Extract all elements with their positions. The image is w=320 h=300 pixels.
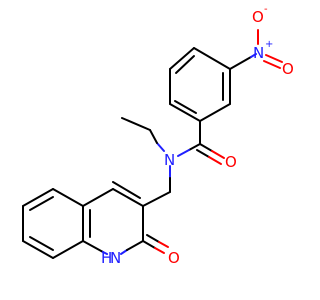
bond [199, 143, 213, 152]
nitro-oxygen-top-label: O [252, 8, 264, 26]
bond [193, 47, 231, 70]
bond [112, 181, 141, 199]
bond [208, 156, 222, 165]
quinolinone-h-label: H [101, 249, 112, 267]
amide-nitrogen-label: N [164, 151, 175, 169]
bond [169, 47, 195, 70]
bond [211, 150, 225, 159]
molecule-diagram: N + O - O O N O H N [22, 4, 294, 267]
bond [265, 54, 283, 63]
bond [121, 117, 151, 131]
bond [174, 100, 197, 114]
bond [142, 240, 156, 249]
nitro-oxygen-right-label: O [282, 60, 294, 78]
bond [102, 251, 108, 255]
bond [188, 143, 201, 151]
bond [82, 188, 114, 207]
bond [250, 53, 257, 58]
bond [177, 149, 190, 157]
bond [29, 236, 54, 251]
bond [146, 234, 160, 243]
bond [158, 241, 169, 248]
bond [52, 188, 84, 207]
quinolinone-oxygen-label: O [168, 249, 180, 267]
quinolinone-nitrogen-label: N [110, 249, 121, 267]
bond [120, 249, 128, 255]
bond [199, 103, 231, 122]
bond [156, 142, 165, 152]
atom-labels: N + O - O O N O H N [101, 4, 294, 267]
bond [142, 191, 171, 207]
bond [169, 103, 201, 122]
amide-oxygen-label: O [225, 153, 237, 171]
nitro-oxygen-top-charge: - [264, 4, 268, 15]
bond [263, 60, 281, 69]
bond [175, 55, 195, 74]
bond [52, 240, 84, 259]
bond [154, 247, 165, 254]
bond [22, 240, 54, 259]
bond [196, 149, 210, 158]
bond [229, 56, 252, 70]
bond [149, 129, 158, 144]
nitro-nitrogen-charge: + [265, 39, 273, 50]
bond [22, 188, 54, 207]
bond [29, 196, 54, 211]
bonds [22, 29, 283, 259]
nitro-nitrogen-label: N [253, 44, 264, 62]
bond [82, 240, 104, 253]
bond [126, 240, 144, 251]
bond [112, 188, 144, 207]
